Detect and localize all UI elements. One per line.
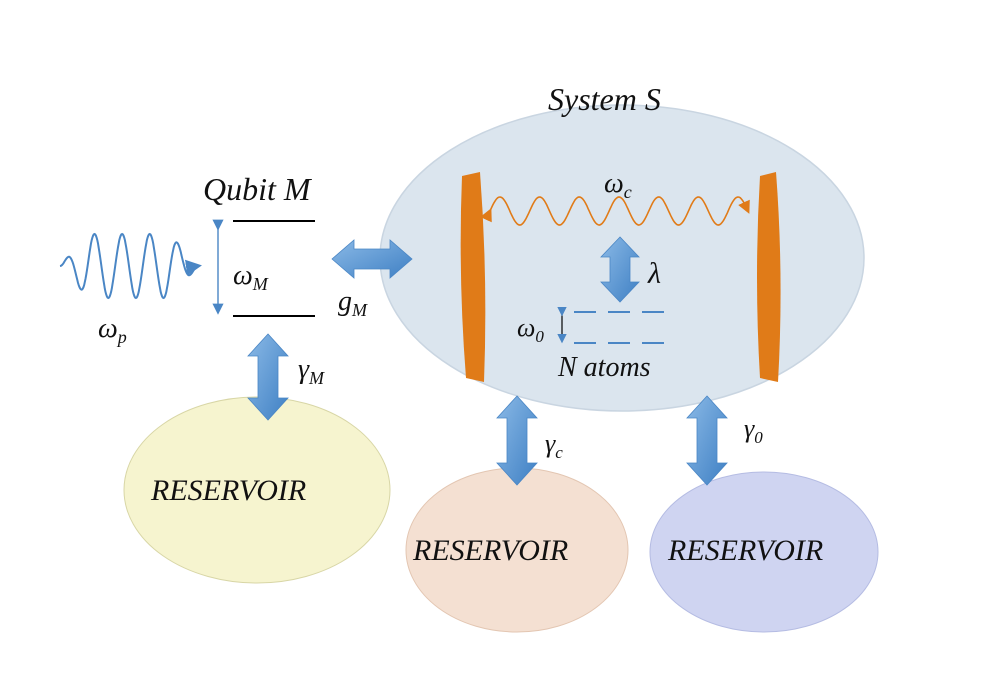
coupling-gm-label: gM	[338, 286, 368, 320]
lambda-label: λ	[647, 257, 661, 290]
reservoir-cavity-label: RESERVOIR	[412, 534, 568, 567]
atom-frequency-label: ω0	[517, 313, 544, 346]
left-mirror	[460, 172, 486, 382]
qubit-frequency-label: ωM	[233, 260, 269, 294]
cavity-photon-wave	[480, 196, 750, 226]
gamma-c-label: γc	[545, 429, 563, 462]
qubit-system-coupling-arrow	[331, 239, 413, 279]
gamma-0-label: γ0	[744, 414, 763, 447]
reservoir-atoms-label: RESERVOIR	[667, 534, 823, 567]
drive-field-wave	[59, 232, 202, 300]
reservoir-atoms-ellipse	[649, 471, 879, 633]
system-title: System S	[548, 81, 661, 117]
right-mirror	[757, 172, 781, 382]
cavity-atom-coupling-arrow	[600, 236, 640, 303]
atoms-reservoir-arrow	[686, 395, 728, 486]
cavity-reservoir-arrow	[496, 395, 538, 486]
qubit-reservoir-arrow	[247, 333, 289, 421]
qubit-label: Qubit M	[203, 171, 313, 207]
atoms-label: N atoms	[557, 352, 651, 383]
drive-frequency-label: ωp	[98, 313, 127, 347]
gamma-m-label: γM	[298, 354, 325, 388]
cavity-frequency-label: ωc	[604, 168, 632, 202]
reservoir-qubit-ellipse	[123, 396, 391, 584]
reservoir-qubit-label: RESERVOIR	[150, 474, 306, 507]
